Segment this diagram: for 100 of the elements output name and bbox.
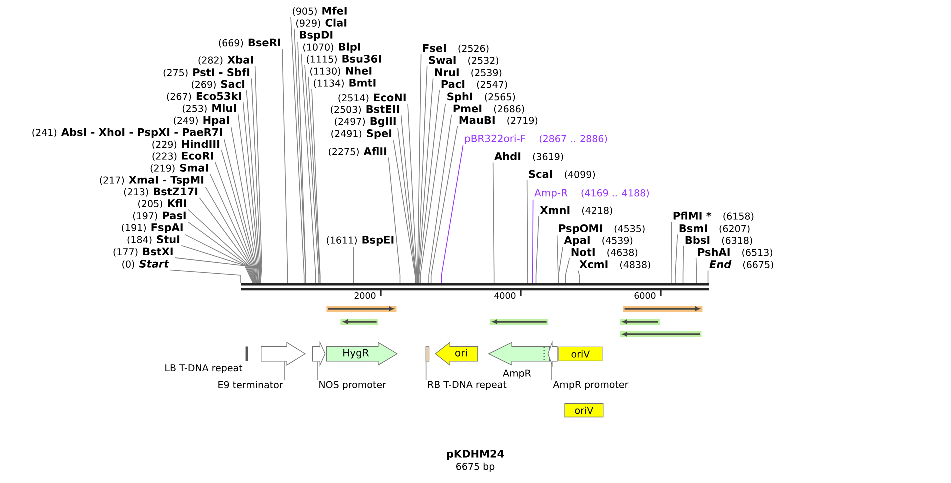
leader-line (242, 102, 260, 284)
leader-line (188, 222, 256, 284)
leader-line (170, 270, 242, 284)
cut-site-label: (213) BstZ17I (124, 188, 198, 197)
leader-line (308, 76, 320, 284)
cut-site-label: (1070) BlpI (304, 42, 360, 53)
cut-site-label: XmnI (4218) (540, 206, 612, 216)
leader-line (428, 114, 452, 284)
leader-line (682, 246, 684, 284)
cut-site-label: (184) StuI (128, 236, 180, 245)
primer-label: Amp-R (4169 .. 4188) (534, 189, 649, 199)
leader-line (181, 245, 254, 284)
leader-line (532, 199, 534, 284)
cut-site-label: BspDI (300, 31, 333, 41)
leader-line (536, 216, 540, 284)
leader-line (426, 361, 427, 380)
leader-line (238, 114, 260, 284)
leader-line (174, 258, 254, 284)
leader-line (205, 186, 257, 284)
cut-site-label: (929) ClaI (296, 18, 347, 28)
cut-site-label: BbsI (6318) (686, 236, 752, 246)
leader-line (188, 209, 256, 284)
leader-line (418, 66, 428, 284)
leader-line (417, 54, 422, 284)
leader-line (492, 162, 495, 284)
leader-line (184, 234, 255, 284)
cut-site-label: (1611) BspEI (327, 236, 394, 246)
cut-site-label: (197) PasI (133, 212, 186, 221)
leader-line (565, 258, 570, 284)
leader-line (526, 180, 528, 284)
cut-site-label: ScaI (4099) (529, 170, 596, 180)
cut-site-label: (282) XbaI (198, 56, 254, 66)
leader-line (558, 247, 564, 284)
leader-line (408, 104, 418, 284)
feature-box: oriV (558, 346, 603, 362)
cut-site-label: (2514) EcoNI (338, 94, 406, 103)
leader-line (578, 270, 580, 284)
cut-site-label: MauBI (2719) (460, 116, 538, 126)
cut-site-label: (0) Start (122, 260, 170, 270)
cut-site-label: (669) BseRI (219, 38, 280, 48)
feature-bar (426, 346, 430, 362)
leader-line (290, 16, 305, 284)
cut-site-label: (2491) SpeI (332, 130, 392, 140)
feature-label: RB T-DNA repeat (428, 381, 507, 390)
cut-site-label: XcmI (4838) (580, 260, 650, 270)
cut-site-label: SphI (2565) (448, 92, 516, 103)
leader-line (393, 140, 416, 284)
feature-label: AmpR promoter (553, 381, 629, 390)
cut-site-label: (253) MluI (182, 104, 236, 114)
leader-line (224, 139, 258, 284)
leader-line (671, 222, 672, 284)
feature-label: NOS promoter (320, 381, 386, 390)
cut-site-label: BsmI (6207) (680, 224, 750, 234)
cut-site-label: (241) AbsI - XhoI - PspXI - PaeR7I (32, 128, 222, 138)
cut-site-label: ApaI (4539) (564, 236, 633, 246)
cut-site-label: (229) HindIII (152, 140, 220, 150)
cut-site-label: (223) EcoRI (152, 152, 214, 162)
leader-line (254, 66, 262, 284)
leader-line (430, 126, 458, 284)
cut-site-label: PmeI (2686) (454, 104, 524, 114)
cut-site-label: (2497) BglII (335, 117, 396, 128)
cut-site-label: (2503) BstEII (331, 105, 400, 114)
primer-label: pBR322ori-F (2867 .. 2886) (465, 134, 608, 144)
leader-line (556, 235, 559, 284)
leader-line (304, 64, 320, 284)
leader-line (388, 157, 401, 284)
feature-label: AmpR (503, 370, 532, 379)
feature-label: LB T-DNA repeat (166, 364, 243, 374)
cut-site-label: (219) SmaI (150, 164, 208, 174)
cut-site-label: PspOMI (4535) (559, 224, 645, 234)
cut-site-label: (275) PstI - SbfI (164, 68, 250, 78)
leader-line (675, 234, 678, 284)
leader-line (214, 162, 258, 284)
leader-line (420, 103, 446, 284)
cut-site-label: (249) HpaI (174, 116, 230, 126)
leader-line (312, 88, 321, 284)
cut-site-label: (217) XmaI - TspMI (100, 176, 204, 186)
leader-line (696, 258, 698, 284)
leader-line (418, 78, 434, 284)
leader-line (301, 54, 316, 284)
leader-line (210, 174, 257, 284)
feature-box: oriV (564, 403, 604, 418)
map-title: pKDHM24 (447, 450, 504, 460)
cut-site-label: SwaI (2532) (429, 56, 499, 66)
cut-site-label: PflMI * (6158) (674, 212, 754, 222)
leader-line (282, 48, 288, 284)
leader-line (298, 42, 306, 284)
cut-site-label: PacI (2547) (442, 80, 508, 90)
cut-site-label: (177) BstXI (114, 248, 173, 257)
leader-line (441, 145, 464, 284)
cut-site-label: PshAI (6513) (698, 248, 773, 258)
cut-site-label: FseI (2526) (423, 44, 489, 54)
cut-site-label: (2275) AflII (329, 147, 387, 157)
cut-site-label: NruI (2539) (435, 68, 502, 78)
leader-line (230, 127, 259, 284)
cut-site-label: (905) MfeI (293, 6, 347, 16)
cut-site-label: NotI (4638) (572, 248, 638, 258)
leader-line (418, 90, 440, 284)
cut-site-label: AhdI (3619) (494, 152, 564, 162)
leader-line (708, 270, 709, 284)
